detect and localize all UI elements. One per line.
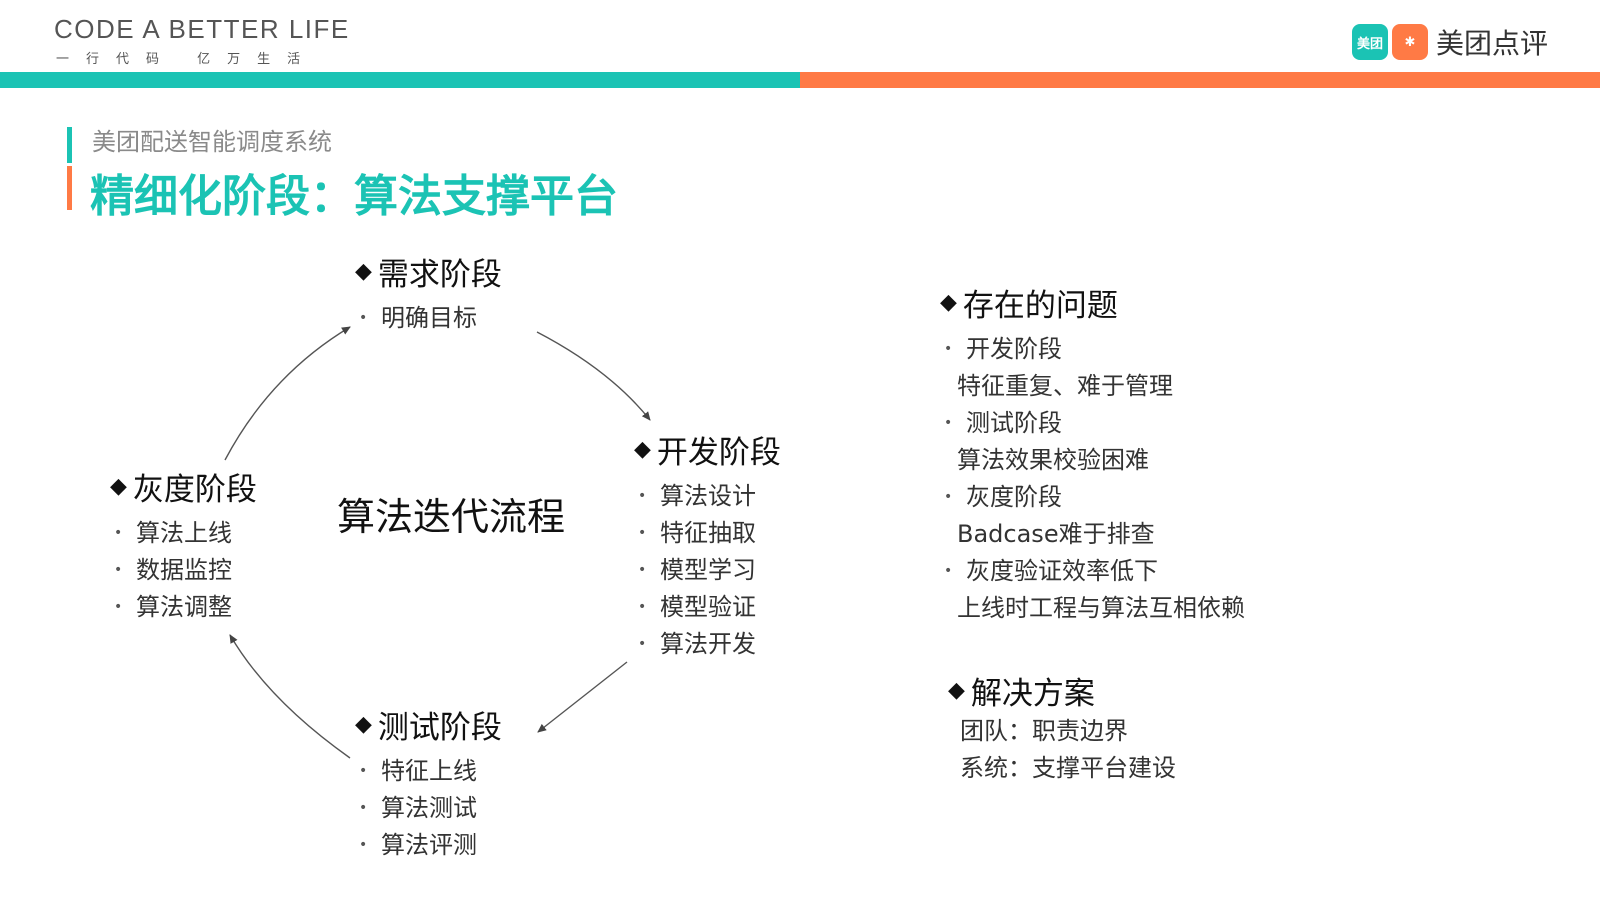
list-item: 特征上线 bbox=[355, 753, 502, 790]
header-bar-teal bbox=[0, 72, 800, 88]
solutions-title: ◆ 解决方案 bbox=[948, 668, 1176, 713]
stage-title-text: 需求阶段 bbox=[377, 257, 502, 293]
diamond-bullet-icon: ◆ bbox=[948, 678, 965, 703]
stage-title-text: 开发阶段 bbox=[656, 435, 781, 471]
stage-testing-list: 特征上线算法测试算法评测 bbox=[355, 753, 502, 864]
solution-line: 团队：职责边界 bbox=[960, 717, 1128, 745]
issue-title: 灰度阶段 bbox=[940, 479, 1245, 516]
issue-desc: 上线时工程与算法互相依赖 bbox=[957, 594, 1245, 622]
arrow-gray-to-req bbox=[224, 326, 351, 461]
issue-title: 灰度验证效率低下 bbox=[940, 553, 1245, 590]
issue-desc: Badcase难于排查 bbox=[957, 520, 1155, 548]
arrow-dev-to-test bbox=[537, 661, 628, 733]
stage-development-list: 算法设计特征抽取模型学习模型验证算法开发 bbox=[634, 478, 781, 663]
diamond-bullet-icon: ◆ bbox=[940, 290, 957, 315]
issue-item: 灰度阶段 Badcase难于排查 bbox=[940, 479, 1245, 553]
solutions-section: ◆ 解决方案 团队：职责边界系统：支撑平台建设 bbox=[948, 668, 1176, 787]
stage-grayscale-list: 算法上线数据监控算法调整 bbox=[110, 515, 257, 626]
list-item: 算法调整 bbox=[110, 589, 257, 626]
list-item: 模型验证 bbox=[634, 589, 781, 626]
title-accent-top bbox=[67, 127, 72, 163]
issue-desc: 算法效果校验困难 bbox=[957, 446, 1149, 474]
logo-text: CODE A BETTER LIFE bbox=[54, 14, 350, 44]
issue-title: 开发阶段 bbox=[940, 331, 1245, 368]
header-bar-orange bbox=[800, 72, 1600, 88]
logo-tagline: 一行代码 亿万生活 bbox=[56, 52, 318, 67]
diamond-bullet-icon: ◆ bbox=[634, 437, 651, 462]
diamond-bullet-icon: ◆ bbox=[355, 712, 372, 737]
cycle-center-label: 算法迭代流程 bbox=[337, 495, 566, 539]
list-item: 算法开发 bbox=[634, 626, 781, 663]
dianping-badge-icon: ✱ bbox=[1392, 24, 1428, 60]
stage-requirement-list: 明确目标 bbox=[355, 300, 502, 337]
brand-name: 美团点评 bbox=[1436, 27, 1549, 60]
stage-grayscale-title: ◆ 灰度阶段 bbox=[110, 464, 257, 509]
solutions-list: 团队：职责边界系统：支撑平台建设 bbox=[948, 713, 1176, 787]
solution-line: 系统：支撑平台建设 bbox=[960, 754, 1176, 782]
title-accent-bottom bbox=[67, 166, 72, 210]
meituan-badge-icon: 美团 bbox=[1352, 24, 1388, 60]
slide-title: 精细化阶段：算法支撑平台 bbox=[90, 171, 618, 222]
list-item: 模型学习 bbox=[634, 552, 781, 589]
list-item: 数据监控 bbox=[110, 552, 257, 589]
stage-grayscale: ◆ 灰度阶段 算法上线数据监控算法调整 bbox=[110, 464, 257, 626]
brand-logo: 美团 ✱ 美团点评 bbox=[1352, 22, 1548, 62]
list-item: 算法上线 bbox=[110, 515, 257, 552]
diamond-bullet-icon: ◆ bbox=[355, 259, 372, 284]
slide-subtitle: 美团配送智能调度系统 bbox=[92, 128, 332, 156]
stage-requirement: ◆ 需求阶段 明确目标 bbox=[355, 249, 502, 337]
list-item: 明确目标 bbox=[355, 300, 502, 337]
arrow-req-to-dev bbox=[536, 331, 651, 421]
list-item: 算法评测 bbox=[355, 827, 502, 864]
stage-testing-title: ◆ 测试阶段 bbox=[355, 702, 502, 747]
stage-requirement-title: ◆ 需求阶段 bbox=[355, 249, 502, 294]
stage-title-text: 灰度阶段 bbox=[132, 472, 257, 508]
list-item: 特征抽取 bbox=[634, 515, 781, 552]
stage-testing: ◆ 测试阶段 特征上线算法测试算法评测 bbox=[355, 702, 502, 864]
solutions-title-text: 解决方案 bbox=[970, 676, 1095, 712]
issue-title: 测试阶段 bbox=[940, 405, 1245, 442]
stage-title-text: 测试阶段 bbox=[377, 710, 502, 746]
list-item: 算法测试 bbox=[355, 790, 502, 827]
stage-development-title: ◆ 开发阶段 bbox=[634, 427, 781, 472]
stage-development: ◆ 开发阶段 算法设计特征抽取模型学习模型验证算法开发 bbox=[634, 427, 781, 663]
list-item: 算法设计 bbox=[634, 478, 781, 515]
diamond-bullet-icon: ◆ bbox=[110, 474, 127, 499]
issue-desc: 特征重复、难于管理 bbox=[957, 372, 1173, 400]
issues-title-text: 存在的问题 bbox=[962, 288, 1118, 324]
arrow-test-to-gray bbox=[229, 634, 351, 759]
issues-title: ◆ 存在的问题 bbox=[940, 280, 1245, 325]
